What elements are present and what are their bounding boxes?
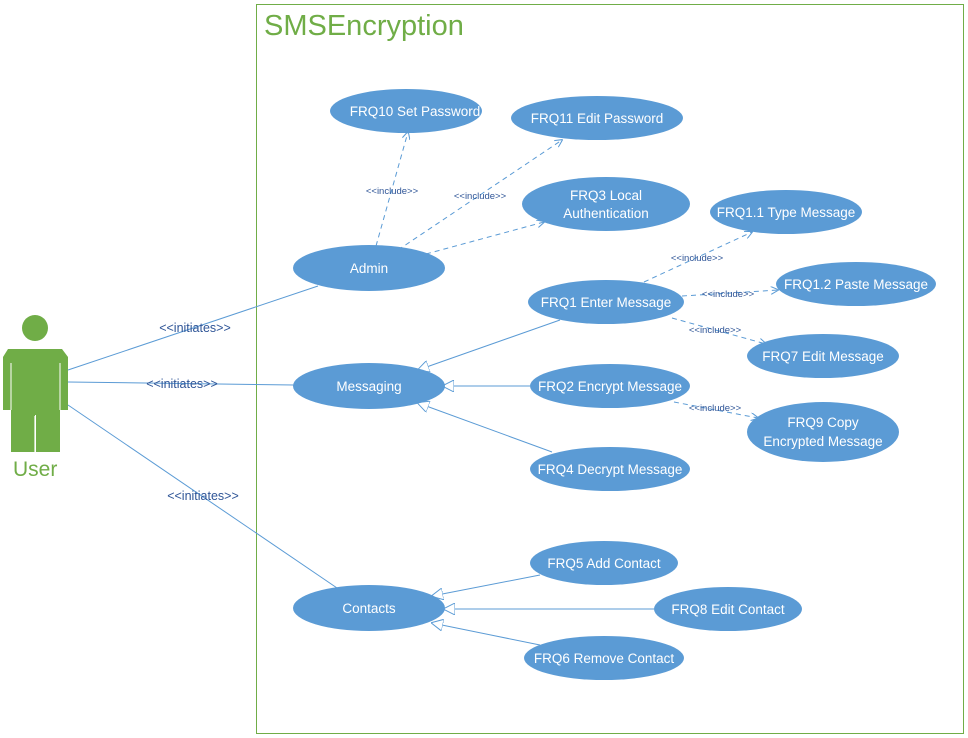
usecase-frq8-label: FRQ8 Edit Contact <box>671 602 785 617</box>
usecase-frq9-label-line1: FRQ9 Copy <box>787 415 859 430</box>
usecase-messaging <box>293 363 445 409</box>
include-label-frq1-1: <<include>> <box>671 253 724 264</box>
usecase-frq6-label: FRQ6 Remove Contact <box>534 651 675 666</box>
include-label-frq10: <<include>> <box>366 186 419 197</box>
usecase-contacts <box>293 585 445 631</box>
association-line-contacts <box>67 404 341 591</box>
include-label-frq11: <<include>> <box>454 191 507 202</box>
include-admin-frq10 <box>375 132 408 247</box>
generalization-frq4-messaging <box>418 403 553 453</box>
generalization-frq5-contacts <box>432 574 541 596</box>
initiates-label-messaging: <<initiates>> <box>146 377 218 391</box>
usecase-frq1-1-label: FRQ1.1 Type Message <box>717 205 856 220</box>
usecase-frq9 <box>747 402 899 462</box>
system-title: SMSEncryption <box>264 10 464 42</box>
user-actor-icon <box>3 315 68 452</box>
usecase-frq3-label-line1: FRQ3 Local <box>570 188 642 203</box>
generalization-frq6-contacts <box>432 623 541 646</box>
include-label-frq1-2: <<include>> <box>702 289 755 300</box>
usecase-admin <box>293 245 445 291</box>
usecase-frq4-label: FRQ4 Decrypt Message <box>538 462 683 477</box>
usecase-frq5-label: FRQ5 Add Contact <box>547 556 661 571</box>
initiates-label-contacts: <<initiates>> <box>167 489 239 503</box>
usecase-frq11 <box>511 96 683 140</box>
include-frq1-frq7 <box>671 317 766 344</box>
usecase-frq10 <box>330 89 482 133</box>
association-line-messaging <box>67 381 295 386</box>
include-admin-frq3 <box>425 222 544 255</box>
usecase-frq4 <box>530 447 690 491</box>
usecase-frq2-label: FRQ2 Encrypt Message <box>538 379 682 394</box>
usecase-frq7-label: FRQ7 Edit Message <box>762 349 884 364</box>
initiates-label-admin: <<initiates>> <box>159 321 231 335</box>
usecase-frq10-label: FRQ10 Set Password <box>350 104 481 119</box>
usecase-frq2 <box>530 364 690 408</box>
include-frq1-frq1-1 <box>643 232 752 283</box>
usecase-frq5 <box>530 541 678 585</box>
include-frq1-frq1-2 <box>681 290 778 297</box>
usecase-frq9-label-line2: Encrypted Message <box>763 434 882 449</box>
usecase-frq7 <box>747 334 899 378</box>
usecase-frq3-label-line2: Authentication <box>563 206 649 221</box>
usecase-frq11-label: FRQ11 Edit Password <box>531 111 664 126</box>
association-line-admin <box>67 285 319 371</box>
include-label-frq7: <<include>> <box>689 325 742 336</box>
actor-label: User <box>13 458 58 481</box>
generalization-frq1-messaging <box>418 319 561 370</box>
include-label-frq9: <<include>> <box>689 403 742 414</box>
usecase-frq1 <box>528 280 684 324</box>
system-boundary <box>256 4 964 734</box>
usecase-frq1-2-label: FRQ1.2 Paste Message <box>784 277 928 292</box>
usecase-admin-label: Admin <box>350 261 388 276</box>
usecase-frq8 <box>654 587 802 631</box>
usecase-frq6 <box>524 636 684 680</box>
usecase-messaging-label: Messaging <box>336 379 401 394</box>
usecase-contacts-label: Contacts <box>342 601 396 616</box>
usecase-frq1-label: FRQ1 Enter Message <box>541 295 672 310</box>
usecase-frq3 <box>522 177 690 231</box>
usecase-frq1-2 <box>776 262 936 306</box>
usecase-frq1-1 <box>710 190 862 234</box>
include-admin-frq11 <box>397 140 562 251</box>
